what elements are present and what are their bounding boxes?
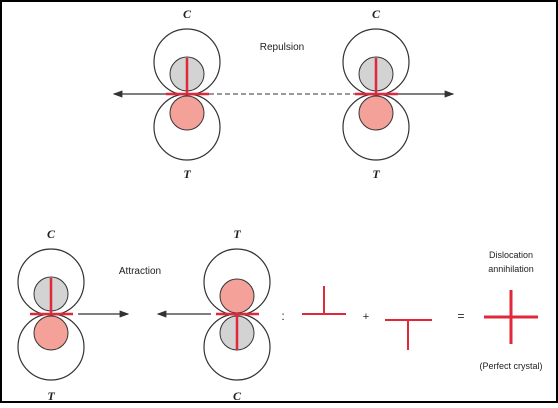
compression-letter: C [183, 7, 192, 21]
colon-operator: : [281, 309, 284, 323]
tension-letter: T [183, 167, 191, 181]
dislocation-left-top: C T [153, 7, 221, 181]
equals-operator: = [457, 309, 464, 323]
annihilation-label-line2: annihilation [488, 264, 534, 274]
dislocation-symbol-negative [385, 319, 432, 350]
compression-letter: C [372, 7, 381, 21]
attraction-panel: C T Attraction T C : [17, 227, 543, 403]
plus-operator: + [363, 311, 369, 323]
dislocation-left-bottom: C T [17, 227, 85, 403]
tension-zone [169, 95, 205, 131]
tension-zone [219, 278, 255, 314]
compression-letter: C [47, 227, 56, 241]
attraction-label: Attraction [119, 266, 161, 277]
dislocation-right-top: C T [342, 7, 410, 181]
tension-zone [33, 315, 69, 351]
tension-letter: T [372, 167, 380, 181]
tension-zone [358, 95, 394, 131]
compression-letter: C [233, 389, 242, 403]
repulsion-panel: C T C T Repulsion [112, 7, 455, 181]
dislocation-right-bottom: T C [203, 227, 271, 403]
dislocation-symbol-positive [302, 286, 346, 315]
annihilation-label-line1: Dislocation [489, 250, 533, 260]
annihilated-cross-symbol [484, 290, 538, 344]
tension-letter: T [47, 389, 55, 403]
tension-letter: T [233, 227, 241, 241]
perfect-crystal-label: (Perfect crystal) [479, 361, 542, 371]
repulsion-label: Repulsion [260, 42, 304, 53]
